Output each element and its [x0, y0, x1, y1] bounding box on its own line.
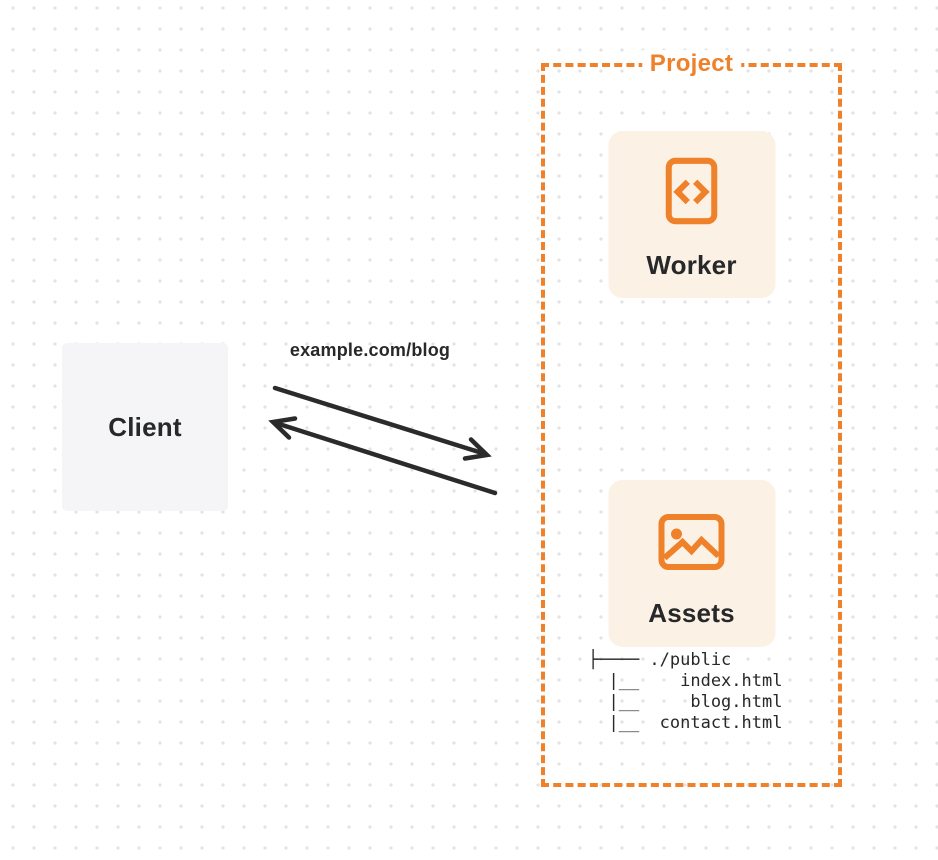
client-node: Client — [62, 343, 228, 511]
worker-node: Worker — [608, 131, 775, 298]
request-arrow-line — [272, 385, 485, 456]
response-arrow — [268, 416, 498, 496]
client-label: Client — [108, 411, 182, 442]
response-arrowhead-icon — [268, 416, 298, 440]
assets-label: Assets — [648, 598, 735, 628]
project-label: Project — [641, 50, 742, 78]
assets-node: Assets — [608, 480, 775, 647]
worker-label: Worker — [646, 250, 737, 280]
project-boundary: Project Worker Assets ├──── ./public |__… — [541, 50, 842, 787]
request-arrowhead-icon — [462, 437, 492, 461]
code-file-icon — [665, 157, 718, 225]
image-icon — [658, 514, 725, 570]
request-url-label: example.com/blog — [289, 340, 451, 360]
assets-file-tree: ├──── ./public |__ index.html |__ blog.h… — [588, 650, 783, 733]
request-arrow — [272, 385, 492, 461]
response-arrow-line — [276, 421, 498, 496]
